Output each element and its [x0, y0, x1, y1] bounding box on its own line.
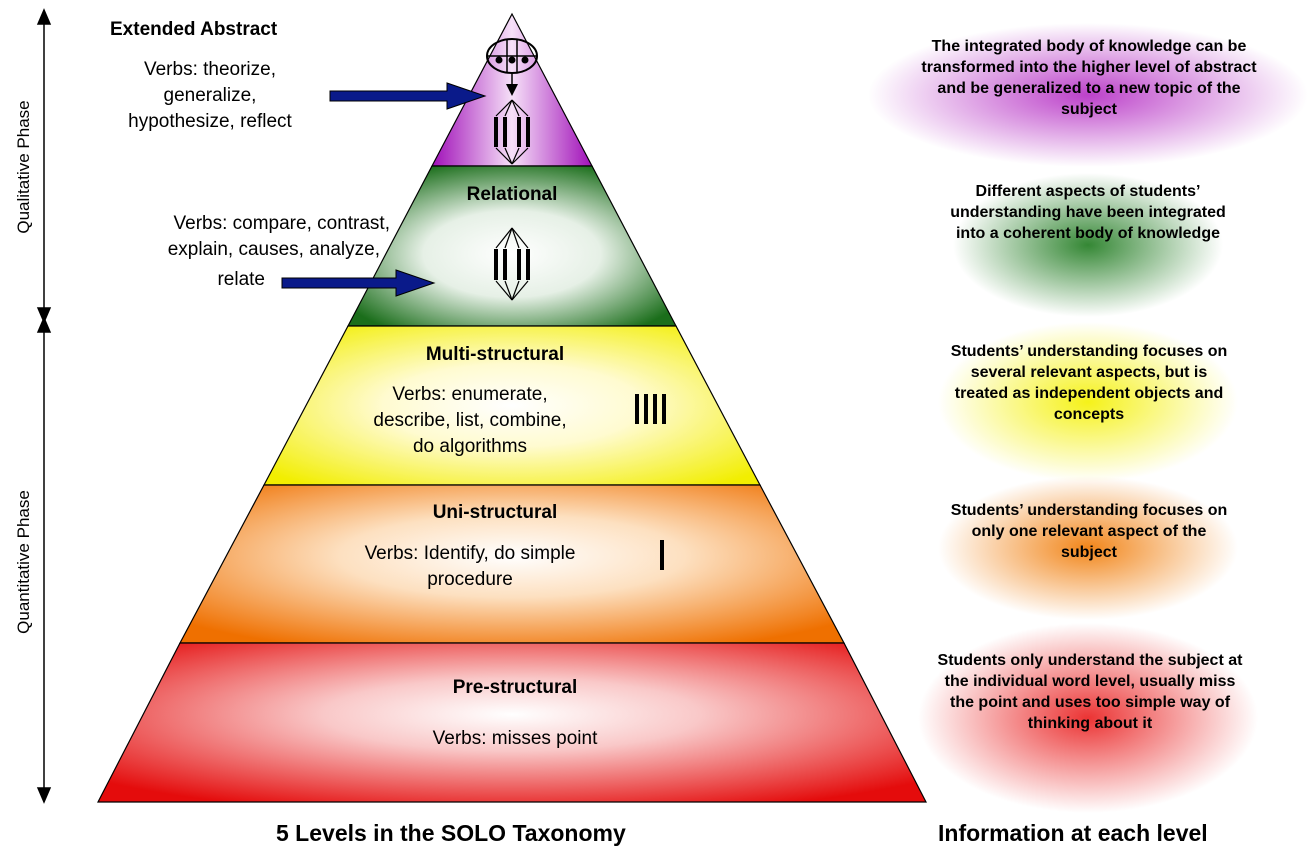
blue-arrow-extended	[329, 82, 487, 110]
extended-abstract-title: Extended Abstract	[110, 19, 278, 40]
info-uni-structural: Students’ understanding focuses on only …	[950, 502, 1228, 561]
multi-structural-verbs-3: do algorithms	[412, 436, 528, 457]
qualitative-phase-label: Qualitative Phase	[14, 100, 33, 234]
extended-abstract-verbs-2: generalize,	[163, 85, 257, 106]
caption-right: Information at each level	[938, 820, 1208, 846]
multi-structural-verbs-2: describe, list, combine,	[373, 410, 567, 431]
relational-verbs-3: relate	[217, 269, 265, 290]
relational-verbs-2: explain, causes, analyze,	[167, 239, 380, 260]
glow-extended-abstract	[868, 23, 1308, 167]
multi-structural-title: Multi-structural	[425, 344, 565, 365]
uni-structural-verbs-1: Verbs: Identify, do simple	[364, 543, 576, 564]
uni-structural-icon	[660, 540, 664, 570]
quantitative-phase-arrow	[36, 316, 52, 804]
relational-verbs-1: Verbs: compare, contrast,	[173, 213, 391, 234]
pre-structural-title: Pre-structural	[452, 677, 578, 698]
quantitative-phase-label: Quantitative Phase	[14, 490, 33, 634]
info-pre-structural: Students only understand the subject at …	[937, 652, 1243, 732]
multi-structural-icon	[635, 394, 666, 424]
info-multi-structural: Students’ understanding focuses on sever…	[950, 343, 1228, 423]
uni-structural-title: Uni-structural	[432, 502, 558, 523]
relational-title: Relational	[466, 184, 558, 205]
extended-abstract-verbs-1: Verbs: theorize,	[143, 59, 277, 80]
qualitative-phase-arrow	[36, 8, 52, 324]
relational-icon	[494, 227, 530, 301]
glow-multi-structural	[938, 322, 1238, 482]
extended-abstract-verbs-3: hypothesize, reflect	[128, 111, 292, 132]
info-extended-abstract: The integrated body of knowledge can be …	[921, 38, 1257, 118]
extended-abstract-icon	[486, 38, 538, 165]
info-relational: Different aspects of students’ understan…	[950, 183, 1226, 242]
uni-structural-verbs-2: procedure	[427, 569, 513, 590]
glow-relational	[953, 173, 1223, 317]
band-pre-structural	[97, 642, 927, 803]
multi-structural-verbs-1: Verbs: enumerate,	[392, 384, 548, 405]
glow-uni-structural	[938, 476, 1238, 620]
pre-structural-verbs-1: Verbs: misses point	[432, 728, 598, 749]
caption-left: 5 Levels in the SOLO Taxonomy	[276, 820, 626, 846]
blue-arrow-relational	[281, 269, 436, 297]
glow-pre-structural	[918, 623, 1258, 813]
